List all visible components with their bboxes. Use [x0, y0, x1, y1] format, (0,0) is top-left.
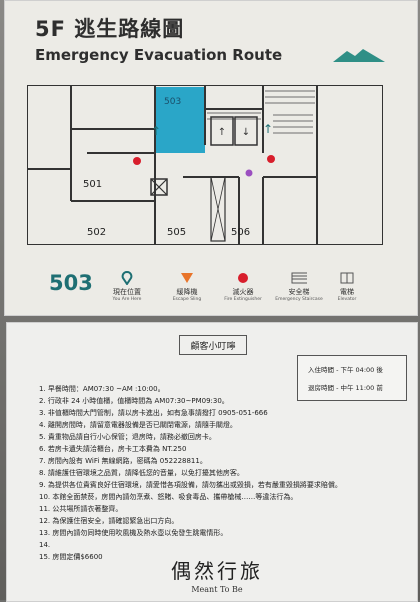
mountain-logo-icon [333, 49, 385, 62]
rule-item: 5. 貴重物品請自行小心保管；退房時，請務必撤回房卡。 [39, 433, 216, 441]
floor-plan: ↑ ↓ ↑ ↑ 503 501 502 505 506 [27, 85, 383, 245]
plaque-title: 5F 逃生路線圖 [35, 17, 185, 41]
rules-list: 1. 早餐時間：AM07:30 ~AM :10:00。 2. 行政非 24 小時… [39, 383, 339, 563]
elevator-icon [339, 271, 355, 285]
fire-extinguisher-marker [267, 155, 275, 163]
plaque-subtitle: Emergency Evacuation Route [35, 46, 283, 64]
room-501-label: 501 [83, 179, 102, 190]
notice-heading: 顧客小叮嚀 [179, 335, 247, 355]
brand-tagline: Meant To Be [191, 585, 243, 594]
rule-item: 9. 為提供各位貴賓良好住宿環境，請愛惜各項設備，請勿攜出或毀損，若有嚴重毀損將… [39, 481, 339, 489]
rule-item: 10. 本館全面禁菸，房間內請勿烹煮、怒賭、吸食毒品、攜帶槍械……等違法行為。 [39, 493, 298, 501]
svg-text:↓: ↓ [242, 127, 250, 138]
room-503-label: 503 [164, 97, 181, 107]
rule-item: 7. 房間內設有 WiFi 無線網路，密碼為 052228811。 [39, 457, 207, 465]
checkin-time: 入住時間 - 下午 04:00 後 [308, 366, 383, 374]
location-pin-icon [119, 271, 135, 285]
location-marker [245, 169, 253, 177]
room-505-label: 505 [167, 227, 186, 238]
room-502-label: 502 [87, 227, 106, 238]
legend-you-are-here: 現在位置 You Are Here [109, 271, 145, 302]
rule-item: 14. [39, 541, 51, 549]
rule-item: 6. 若房卡遺失請洽櫃台，房卡工本費為 NT.250 [39, 445, 187, 453]
rule-item: 11. 公共場所請衣著整齊。 [39, 505, 123, 513]
evacuation-plaque: 5F 逃生路線圖 Emergency Evacuation Route [4, 0, 418, 316]
emergency-staircase-icon [291, 271, 307, 285]
current-room-number: 503 [49, 271, 93, 295]
legend-emergency-staircase: 安全梯 Emergency Staircase [275, 271, 323, 302]
guest-notice: 顧客小叮嚀 入住時間 - 下午 04:00 後 退房時間 - 中午 11:00 … [6, 322, 418, 602]
rule-item: 1. 早餐時間：AM07:30 ~AM :10:00。 [39, 385, 165, 393]
rule-item: 4. 離開房間時，請留意電器設備是否已關閉電源，請隨手關燈。 [39, 421, 237, 429]
legend-fire-extinguisher: 滅火器 Fire Extinguisher [224, 271, 262, 302]
rule-item: 15. 房間定價$6600 [39, 553, 103, 561]
fire-extinguisher-marker [133, 157, 141, 165]
rule-item: 13. 房間內請勿同時使用吹風機及熱水壺以免發生跳電情形。 [39, 529, 228, 537]
rule-item: 3. 非值櫃時間大門管制，請以房卡進出，如有急事請撥打 0905-051-666 [39, 409, 268, 417]
rule-item: 12. 為保護住宿安全，請確認緊急出口方向。 [39, 517, 179, 525]
escape-sling-icon [179, 271, 195, 285]
room-503-highlight [155, 87, 205, 153]
brand-name: 偶然行旅 [171, 559, 263, 583]
svg-text:↑: ↑ [218, 127, 226, 138]
legend-elevator: 電梯 Elevator [329, 271, 365, 302]
room-506-label: 506 [231, 227, 250, 238]
checkout-time: 退房時間 - 中午 11:00 前 [308, 384, 383, 392]
brand-logo: 偶然行旅 Meant To Be [147, 555, 287, 594]
checkin-checkout-box: 入住時間 - 下午 04:00 後 退房時間 - 中午 11:00 前 [297, 355, 407, 401]
svg-text:↑: ↑ [263, 122, 273, 136]
legend-escape-sling: 緩降機 Escape Sling [169, 271, 205, 302]
rule-item: 8. 請維護住宿環境之品質，請降低您的音量，以免打擾其他房客。 [39, 469, 244, 477]
svg-text:↑: ↑ [151, 124, 161, 138]
rule-item: 2. 行政非 24 小時值櫃，值櫃時間為 AM07:30~PM09:30。 [39, 397, 229, 405]
fire-extinguisher-icon [235, 271, 251, 285]
